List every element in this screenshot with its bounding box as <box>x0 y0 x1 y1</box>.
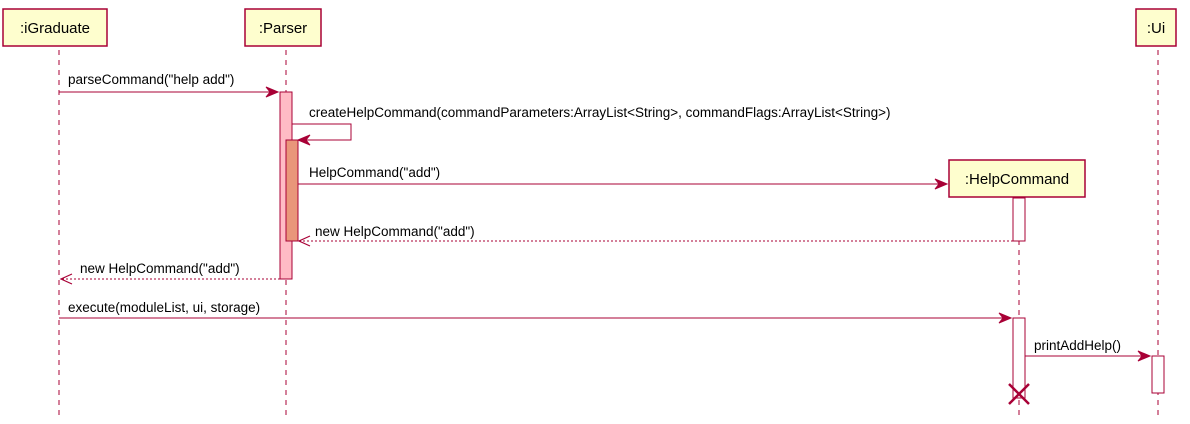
activation-helpcommand-create <box>1012 197 1026 242</box>
participant-label: :iGraduate <box>20 20 90 37</box>
message-label: printAddHelp() <box>1034 338 1121 353</box>
activation-helpcommand-execute <box>1012 317 1026 399</box>
message-label: new HelpCommand("add") <box>315 224 475 239</box>
message-parse-command: parseCommand("help add") <box>59 72 280 98</box>
message-label: new HelpCommand("add") <box>80 261 240 276</box>
arrow-head-icon <box>998 312 1013 324</box>
arrow-head-icon <box>1137 350 1152 362</box>
participant-label: :HelpCommand <box>965 171 1069 188</box>
participant-parser: :Parser <box>244 8 322 47</box>
destroy-x-icon <box>1008 383 1030 405</box>
arrow-head-icon <box>296 134 311 146</box>
message-print-add-help: printAddHelp() <box>1025 338 1152 362</box>
participant-label: :Ui <box>1147 20 1165 37</box>
message-create-help-command: createHelpCommand(commandParameters:Arra… <box>292 105 890 146</box>
participant-igraduate: :iGraduate <box>2 8 108 47</box>
message-label: createHelpCommand(commandParameters:Arra… <box>309 105 890 120</box>
message-return-to-igraduate: new HelpCommand("add") <box>59 261 280 285</box>
activation-parser-nested <box>285 139 299 242</box>
arrow-head-icon <box>934 178 949 190</box>
message-execute: execute(moduleList, ui, storage) <box>59 300 1013 324</box>
participant-helpcommand: :HelpCommand <box>948 159 1086 198</box>
arrow-head-icon <box>265 86 280 98</box>
message-label: HelpCommand("add") <box>309 165 440 180</box>
participant-label: :Parser <box>259 20 307 37</box>
message-create-helpcommand: HelpCommand("add") <box>298 165 949 190</box>
arrow-open-icon <box>297 235 311 247</box>
arrow-open-icon <box>59 273 73 285</box>
participant-ui: :Ui <box>1135 8 1177 47</box>
message-label: execute(moduleList, ui, storage) <box>68 300 260 315</box>
activation-ui <box>1151 355 1165 394</box>
message-label: parseCommand("help add") <box>68 72 234 87</box>
message-return-to-parser: new HelpCommand("add") <box>297 224 1013 247</box>
